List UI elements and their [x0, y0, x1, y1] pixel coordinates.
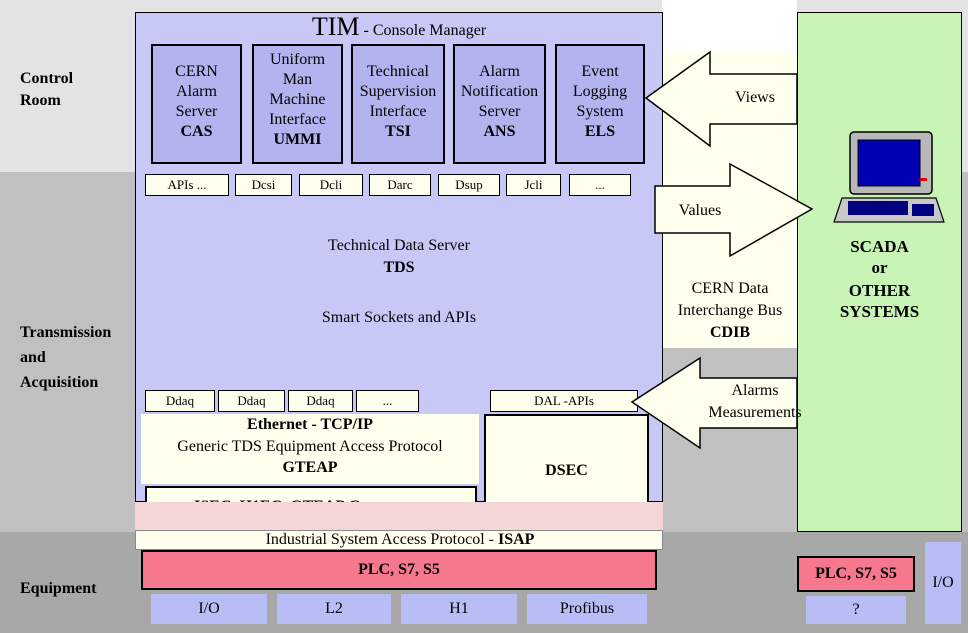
module-text: System [576, 103, 624, 120]
module-text: Interface [269, 111, 326, 128]
api-box[interactable]: Dcli [299, 174, 363, 196]
row-label-line: Room [20, 92, 61, 109]
isap-bar: Industrial System Access Protocol - ISAP [135, 530, 663, 550]
module-cas[interactable]: CERN Alarm Server CAS [151, 44, 242, 164]
module-text: Machine [269, 91, 326, 108]
module-text: Notification [460, 83, 539, 100]
module-text: Man [282, 71, 313, 88]
white-gap [662, 0, 797, 52]
bus-l2[interactable]: L2 [277, 594, 391, 624]
module-els[interactable]: Event Logging System ELS [555, 44, 645, 164]
right-io-bus[interactable]: I/O [925, 542, 961, 624]
module-text: Logging [572, 83, 628, 100]
values-label: Values [678, 202, 722, 219]
views-label: Views [735, 89, 775, 106]
bus-io[interactable]: I/O [151, 594, 267, 624]
api-box[interactable]: Darc [369, 174, 431, 196]
api-box[interactable]: Dcsi [235, 174, 292, 196]
dal-apis-box[interactable]: DAL -APIs [490, 390, 638, 412]
api-box[interactable]: Jcli [506, 174, 561, 196]
bus-h1[interactable]: H1 [401, 594, 517, 624]
module-text: Server [175, 103, 218, 120]
api-box[interactable]: APIs ... [145, 174, 229, 196]
row-label-transmission: Transmission and Acquisition [20, 320, 111, 395]
right-plc-box[interactable]: PLC, S7, S5 [797, 556, 915, 592]
cdib-abbr: CDIB [709, 324, 750, 341]
module-text: Event [581, 63, 619, 80]
tds-name: Technical Data Server [328, 237, 470, 254]
row-label-equipment: Equipment [20, 580, 97, 597]
module-text: CERN [175, 63, 218, 80]
row-label-line: Control [20, 70, 74, 87]
ethernet-protocol: Generic TDS Equipment Access Protocol [177, 438, 443, 455]
row-label-line: and [20, 349, 46, 366]
alarms-label-2: Measurements [708, 404, 802, 421]
isap-text: Industrial System Access Protocol - ISAP [136, 531, 664, 549]
tim-title-sub: - Console Manager [363, 22, 487, 39]
alarms-label-1: Alarms [731, 382, 779, 399]
module-abbr: ANS [483, 123, 516, 140]
ethernet-abbr: GTEAP [282, 459, 338, 476]
api-box[interactable]: ... [569, 174, 631, 196]
tds-abbr: TDS [383, 259, 415, 276]
cdib-line2: Interchange Bus [677, 302, 783, 319]
module-text: Technical [367, 63, 429, 80]
module-abbr: TSI [385, 123, 411, 140]
scada-line2: or [871, 258, 888, 277]
cdib-line1: CERN Data [691, 280, 769, 297]
isap-abbr: ISAP [497, 531, 535, 548]
module-text: Server [478, 103, 521, 120]
module-text: Uniform [269, 51, 326, 68]
api-box[interactable]: Dsup [438, 174, 500, 196]
row-label-line: Acquisition [20, 374, 99, 391]
right-unknown-bus[interactable]: ? [806, 596, 906, 624]
ddaq-box[interactable]: Ddaq [145, 390, 215, 412]
ddaq-box[interactable]: Ddaq [218, 390, 285, 412]
isap-label: Industrial System Access Protocol - [265, 531, 498, 548]
scada-panel[interactable] [797, 12, 962, 532]
module-tsi[interactable]: Technical Supervision Interface TSI [351, 44, 445, 164]
module-ans[interactable]: Alarm Notification Server ANS [453, 44, 546, 164]
tim-title: TIM - Console Manager [135, 12, 663, 42]
module-abbr: ELS [584, 123, 616, 140]
module-text: Alarm [479, 63, 520, 80]
module-text: Interface [369, 103, 427, 120]
scada-line3: OTHER [848, 281, 911, 300]
pink-strip [135, 502, 663, 530]
ddaq-box[interactable]: Ddaq [288, 390, 353, 412]
plc-box[interactable]: PLC, S7, S5 [141, 550, 657, 590]
module-text: Supervision [359, 83, 437, 100]
module-abbr: CAS [180, 123, 213, 140]
tim-title-main: TIM [311, 12, 360, 41]
row-label-line: Transmission [20, 324, 112, 341]
scada-line1: SCADA [850, 237, 909, 256]
row-label-control-room: Control Room [20, 68, 73, 112]
module-abbr: UMMI [273, 131, 322, 148]
scada-line4: SYSTEMS [839, 302, 920, 321]
module-ummi[interactable]: Uniform Man Machine Interface UMMI [252, 44, 343, 164]
ddaq-box[interactable]: ... [356, 390, 419, 412]
ethernet-area [141, 414, 479, 484]
ethernet-title: Ethernet - TCP/IP [247, 416, 373, 433]
bus-profibus[interactable]: Profibus [527, 594, 647, 624]
tds-sub: Smart Sockets and APIs [321, 309, 477, 326]
module-text: Alarm [176, 83, 217, 100]
